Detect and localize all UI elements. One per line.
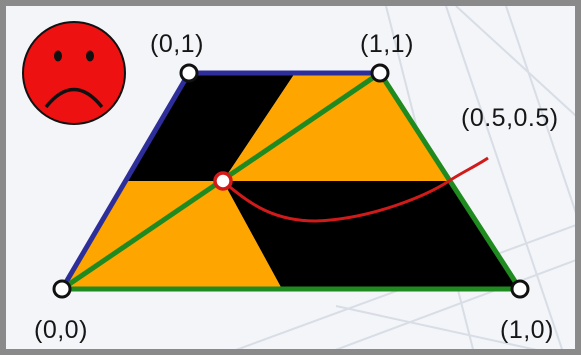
dark-region-top-left — [127, 73, 295, 181]
label-top-left: (0,1) — [150, 30, 204, 58]
dark-region-bottom-right — [223, 181, 520, 289]
point-bottom-left — [52, 279, 72, 299]
label-center: (0.5,0.5) — [461, 104, 559, 132]
point-center — [213, 171, 233, 191]
label-bottom-left: (0,0) — [34, 316, 88, 344]
left-edge — [59, 71, 192, 291]
sad-face-icon — [22, 21, 126, 125]
label-bottom-right: (1,0) — [500, 316, 554, 344]
point-top-right — [370, 63, 390, 83]
orange-region-bottom-left — [62, 181, 282, 289]
point-bottom-right — [510, 279, 530, 299]
orange-region-top-right — [223, 73, 449, 181]
label-top-right: (1,1) — [360, 30, 414, 58]
point-top-left — [179, 63, 199, 83]
pointer-curve — [222, 156, 489, 223]
bilinear-diagram — [22, 6, 575, 349]
